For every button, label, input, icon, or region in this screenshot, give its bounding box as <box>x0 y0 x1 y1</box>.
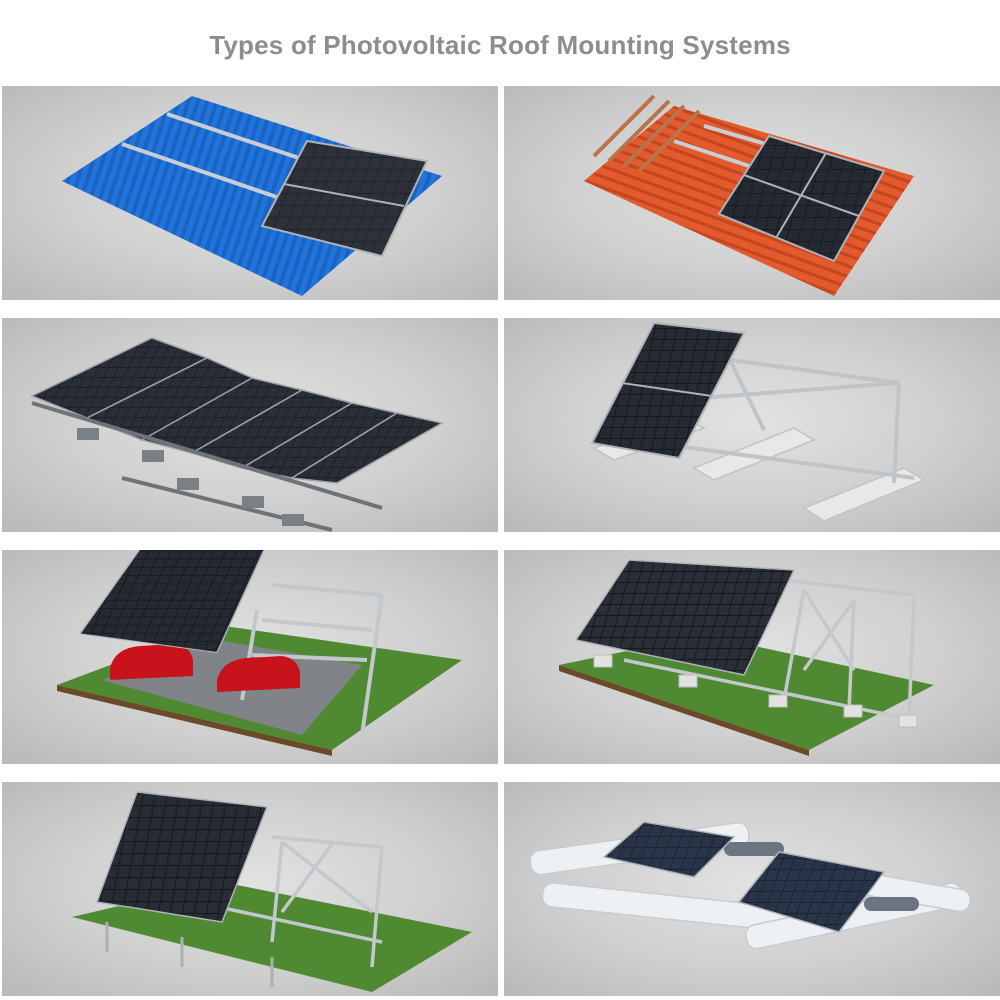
concrete-footings <box>593 654 918 728</box>
steel-frame <box>171 835 384 968</box>
grass <box>559 635 934 750</box>
battens <box>592 94 701 173</box>
tile-flat-roof-triangle <box>504 318 1000 532</box>
ground-screws <box>105 922 274 987</box>
east-west-illustration <box>30 337 445 532</box>
solar-panel-array <box>717 134 886 263</box>
solar-array <box>574 559 796 676</box>
solar-panel-cluster <box>602 821 736 878</box>
carport-illustration <box>57 550 462 756</box>
solar-array <box>95 791 269 923</box>
connector-pipes <box>724 842 919 911</box>
page-title: Types of Photovoltaic Roof Mounting Syst… <box>209 30 791 60</box>
tile-flat-roof-east-west <box>2 318 498 532</box>
panel-frame <box>283 183 405 207</box>
triangle-ballast-illustration <box>590 321 926 522</box>
tile-metal-roof <box>2 86 498 300</box>
red-cars <box>110 644 300 692</box>
solar-panel-cluster <box>737 851 886 933</box>
tile-floating-pv <box>504 782 1000 996</box>
tile-clay-roof <box>504 86 1000 300</box>
tile-carport <box>2 550 498 764</box>
floating-pv-illustration <box>529 821 972 950</box>
rail <box>31 401 383 510</box>
solar-panel <box>260 139 429 258</box>
ground-screw-illustration <box>72 791 472 992</box>
image-grid <box>0 86 1000 1000</box>
ballast-blocks <box>77 428 304 526</box>
tile-ground-mount-screw <box>2 782 498 996</box>
tile-ground-mount-concrete <box>504 550 1000 764</box>
solar-canopy <box>78 550 265 654</box>
steel-frame <box>623 578 916 722</box>
ground-mount-concrete-illustration <box>559 559 934 756</box>
tile-roof-illustration <box>584 94 914 296</box>
panel-row <box>30 337 445 484</box>
floats <box>529 821 972 950</box>
metal-roof-illustration <box>62 96 442 296</box>
